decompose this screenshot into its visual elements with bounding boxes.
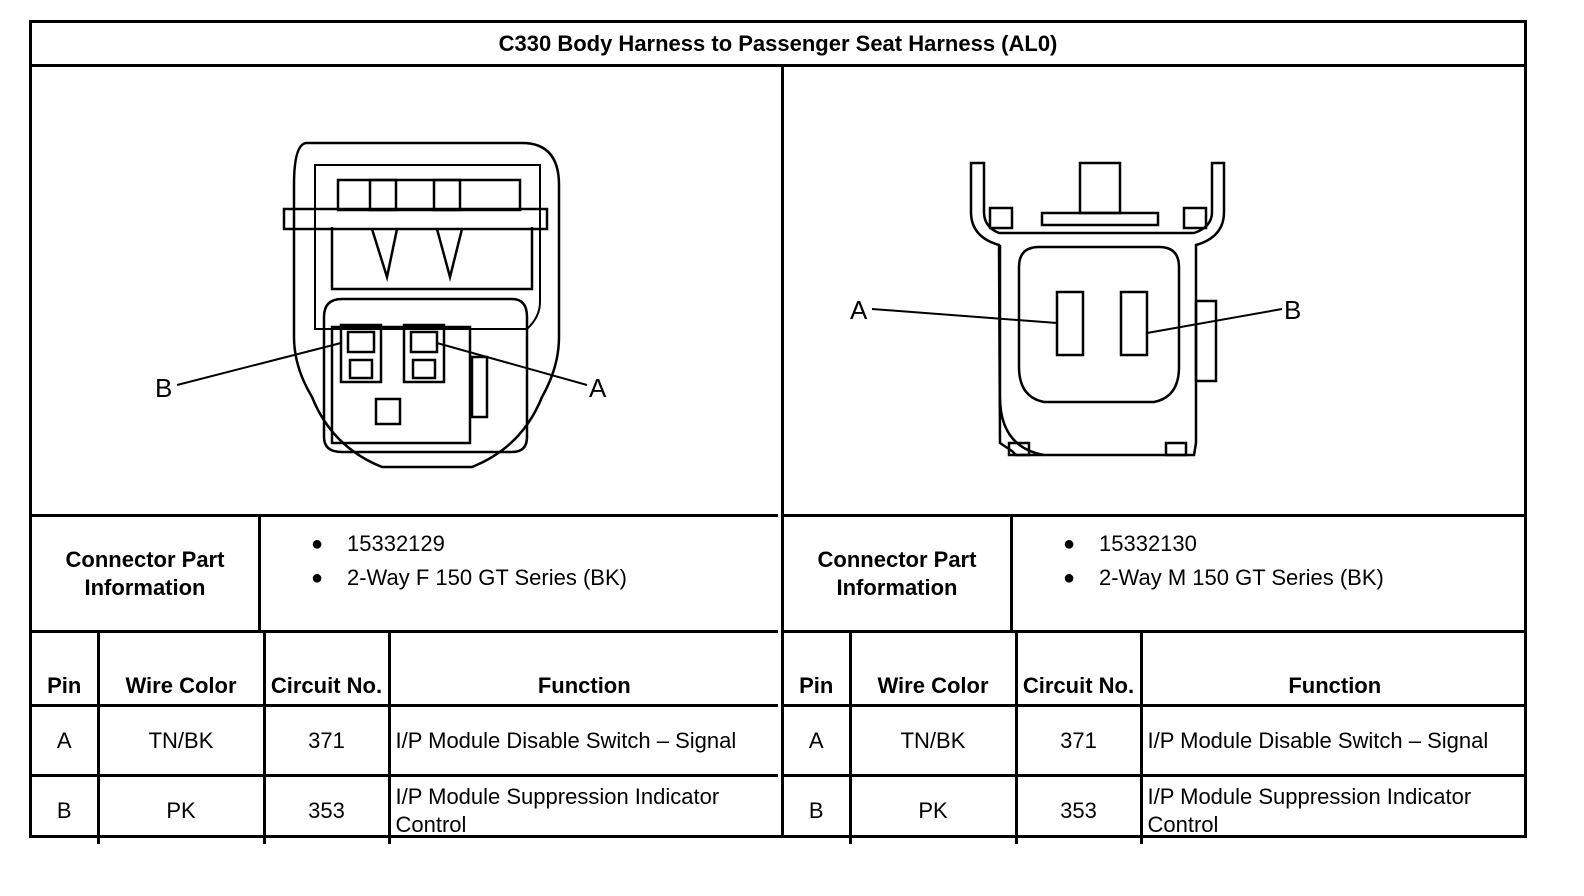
connector-info-row: Connector Part Information ●15332129 ●2-…: [32, 517, 778, 633]
bullet-icon: ●: [311, 566, 324, 589]
table-row: B PK 353 I/P Module Suppression Indicato…: [784, 774, 1527, 844]
info-item: ●2-Way F 150 GT Series (BK): [311, 565, 627, 590]
left-connector-panel: B A Connector Part Information ●15332129…: [32, 67, 778, 844]
female-connector-diagram: B A: [32, 67, 778, 517]
table-row: A TN/BK 371 I/P Module Disable Switch – …: [784, 704, 1527, 777]
wire-color-cell: PK: [96, 774, 266, 844]
function-cell: I/P Module Suppression Indicator Control: [1139, 774, 1527, 844]
wire-color-cell: TN/BK: [848, 704, 1018, 777]
wire-color-cell: TN/BK: [96, 704, 266, 777]
bullet-icon: ●: [1063, 532, 1076, 555]
table-row: B PK 353 I/P Module Suppression Indicato…: [32, 774, 778, 844]
connector-info-label: Connector Part Information: [784, 517, 1013, 630]
bullet-icon: ●: [1063, 566, 1076, 589]
pinout-table: Pin Wire Color Circuit No. Function A TN…: [784, 633, 1527, 844]
connector-document: C330 Body Harness to Passenger Seat Harn…: [29, 20, 1527, 844]
table-header-row: Pin Wire Color Circuit No. Function: [32, 633, 778, 707]
female-connector-drawing: B A: [155, 141, 607, 469]
pin-cell: B: [784, 774, 852, 844]
male-connector-drawing: A B: [850, 161, 1301, 457]
function-cell: I/P Module Suppression Indicator Control: [387, 774, 778, 844]
pin-b-label: B: [155, 373, 172, 403]
circuit-cell: 371: [262, 704, 391, 777]
male-connector-diagram: A B: [784, 67, 1527, 517]
function-cell: I/P Module Disable Switch – Signal: [387, 704, 778, 777]
header-circuit: Circuit No.: [262, 633, 391, 707]
info-item: ●15332129: [311, 531, 445, 556]
header-pin: Pin: [784, 633, 852, 707]
table-header-row: Pin Wire Color Circuit No. Function: [784, 633, 1527, 707]
pin-a-label: A: [589, 373, 607, 403]
info-item: ●15332130: [1063, 531, 1197, 556]
pin-b-label: B: [1284, 295, 1301, 325]
document-title: C330 Body Harness to Passenger Seat Harn…: [32, 23, 1524, 67]
header-pin: Pin: [32, 633, 100, 707]
pin-a-label: A: [850, 295, 868, 325]
circuit-cell: 353: [262, 774, 391, 844]
header-wire-color: Wire Color: [848, 633, 1018, 707]
wire-color-cell: PK: [848, 774, 1018, 844]
circuit-cell: 371: [1014, 704, 1143, 777]
connector-info-list: ●15332130 ●2-Way M 150 GT Series (BK): [1013, 517, 1527, 630]
header-circuit: Circuit No.: [1014, 633, 1143, 707]
connector-info-row: Connector Part Information ●15332130 ●2-…: [784, 517, 1527, 633]
connector-info-label: Connector Part Information: [32, 517, 261, 630]
pinout-table: Pin Wire Color Circuit No. Function A TN…: [32, 633, 778, 844]
header-wire-color: Wire Color: [96, 633, 266, 707]
info-item: ●2-Way M 150 GT Series (BK): [1063, 565, 1384, 590]
pin-cell: B: [32, 774, 100, 844]
pin-cell: A: [784, 704, 852, 777]
pin-cell: A: [32, 704, 100, 777]
header-function: Function: [387, 633, 778, 707]
function-cell: I/P Module Disable Switch – Signal: [1139, 704, 1527, 777]
circuit-cell: 353: [1014, 774, 1143, 844]
bullet-icon: ●: [311, 532, 324, 555]
connector-info-list: ●15332129 ●2-Way F 150 GT Series (BK): [261, 517, 778, 630]
table-row: A TN/BK 371 I/P Module Disable Switch – …: [32, 704, 778, 777]
right-connector-panel: A B Connector Part Information ●15332130…: [781, 67, 1527, 844]
header-function: Function: [1139, 633, 1527, 707]
